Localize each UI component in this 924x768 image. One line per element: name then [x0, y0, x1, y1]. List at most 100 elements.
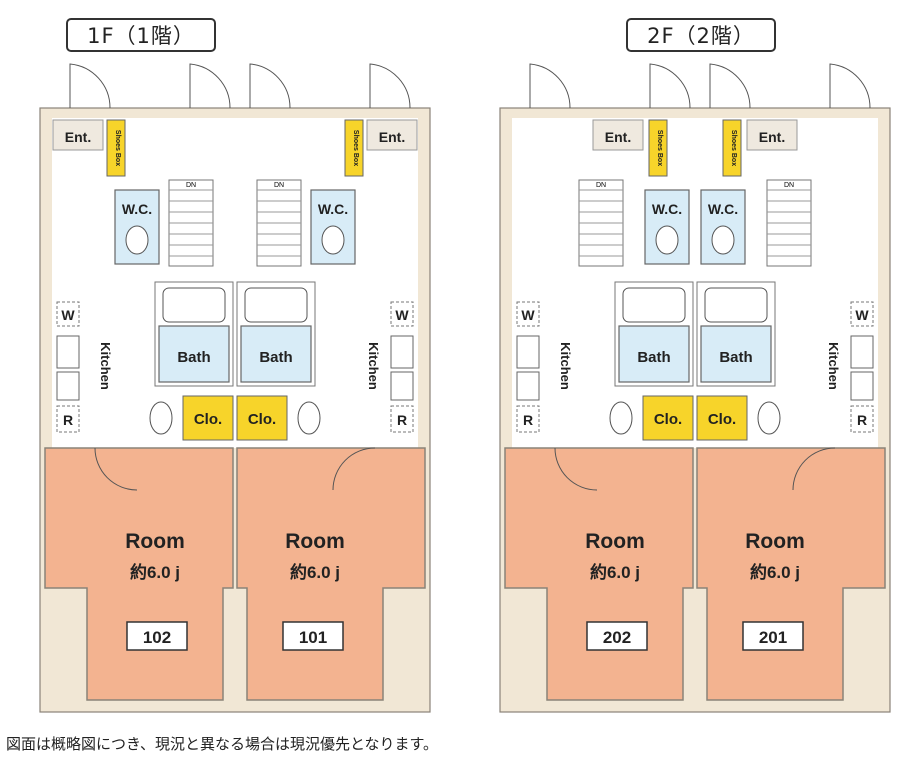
stove-icon — [390, 371, 414, 401]
fridge-box — [56, 405, 80, 433]
door-swing — [554, 447, 598, 491]
entrance-area — [52, 119, 104, 151]
entry-door — [249, 63, 291, 109]
bath-floor — [618, 325, 690, 383]
stove-icon — [850, 371, 874, 401]
wc-label: W.C. — [708, 201, 738, 217]
unit-number-box — [586, 621, 648, 651]
fridge-box — [850, 405, 874, 433]
wc-label: W.C. — [652, 201, 682, 217]
unit-number-label: 102 — [143, 628, 171, 647]
entrance-label: Ent. — [759, 129, 785, 145]
fridge-box — [516, 405, 540, 433]
entrance-area — [366, 119, 418, 151]
sink-icon — [56, 335, 80, 369]
basin-icon — [609, 401, 633, 435]
fridge-label: R — [397, 412, 407, 428]
fridge-label: R — [63, 412, 73, 428]
entrance-label: Ent. — [605, 129, 631, 145]
floor-2-label: 2F（2階） — [626, 18, 776, 52]
shoes-box-label: Shoes Box — [352, 130, 359, 166]
washer-label: W — [855, 307, 869, 323]
wc-label: W.C. — [318, 201, 348, 217]
entry-door — [829, 63, 871, 109]
footnote: 図面は概略図につき、現況と異なる場合は現況優先となります。 — [6, 735, 439, 753]
bath-label: Bath — [637, 349, 670, 366]
fridge-label: R — [857, 412, 867, 428]
entry-door — [189, 63, 231, 109]
stove-icon — [516, 371, 540, 401]
fridge-label: R — [523, 412, 533, 428]
stairs-dn-label: DN — [596, 182, 606, 189]
shoes-box — [722, 119, 742, 177]
sink-icon — [850, 335, 874, 369]
interior — [512, 118, 878, 448]
bath-floor — [240, 325, 312, 383]
toilet-icon — [711, 225, 735, 255]
shoes-box-label: Shoes Box — [114, 130, 121, 166]
bath-label: Bath — [259, 349, 292, 366]
stairs-dn-label: DN — [274, 182, 284, 189]
bathtub-icon — [704, 287, 768, 323]
closet-label: Clo. — [654, 411, 682, 428]
kitchen-label: Kitchen — [366, 342, 381, 390]
washer-box — [390, 301, 414, 327]
toilet-icon — [655, 225, 679, 255]
unit-left: Ent.Shoes BoxW.C.DNBathWRKitchenClo.Room… — [44, 119, 234, 701]
washer-box — [850, 301, 874, 327]
basin-icon — [149, 401, 173, 435]
bath-floor — [700, 325, 772, 383]
washer-label: W — [61, 307, 75, 323]
closet-label: Clo. — [248, 411, 276, 428]
door-swing — [332, 447, 376, 491]
fridge-box — [390, 405, 414, 433]
washer-label: W — [521, 307, 535, 323]
stairs-dn-label: DN — [784, 182, 794, 189]
unit-right: Ent.Shoes BoxW.C.DNBathWRKitchenClo.Room… — [696, 119, 886, 701]
washer-label: W — [395, 307, 409, 323]
entry-door — [709, 63, 751, 109]
room-size-label: 約6.0 j — [130, 562, 180, 582]
stove-icon — [56, 371, 80, 401]
room-label: Room — [125, 530, 185, 553]
basin-icon — [297, 401, 321, 435]
entry-door — [69, 63, 111, 109]
washer-box — [56, 301, 80, 327]
entry-door — [649, 63, 691, 109]
room-label: Room — [745, 530, 805, 553]
bath-label: Bath — [719, 349, 752, 366]
closet — [696, 395, 748, 441]
floor-1-label: 1F（1階） — [66, 18, 216, 52]
unit-number-label: 202 — [603, 628, 631, 647]
unit-number-box — [282, 621, 344, 651]
closet — [182, 395, 234, 441]
bathtub-icon — [622, 287, 686, 323]
kitchen-label: Kitchen — [98, 342, 113, 390]
entrance-area — [592, 119, 644, 151]
unit-number-box — [742, 621, 804, 651]
unit-number-label: 101 — [299, 628, 327, 647]
sink-icon — [516, 335, 540, 369]
entrance-label: Ent. — [379, 129, 405, 145]
shoes-box-label: Shoes Box — [730, 130, 737, 166]
entrance-area — [746, 119, 798, 151]
unit-number-label: 201 — [759, 628, 787, 647]
room-size-label: 約6.0 j — [590, 562, 640, 582]
closet-label: Clo. — [194, 411, 222, 428]
kitchen-label: Kitchen — [558, 342, 573, 390]
shoes-box — [344, 119, 364, 177]
toilet-icon — [125, 225, 149, 255]
basin-icon — [757, 401, 781, 435]
toilet-icon — [321, 225, 345, 255]
bath-label: Bath — [177, 349, 210, 366]
room-label: Room — [585, 530, 645, 553]
unit-right: Ent.Shoes BoxW.C.DNBathWRKitchenClo.Room… — [236, 119, 426, 701]
kitchen-label: Kitchen — [826, 342, 841, 390]
closet — [236, 395, 288, 441]
entry-door — [369, 63, 411, 109]
shoes-box-label: Shoes Box — [656, 130, 663, 166]
entrance-label: Ent. — [65, 129, 91, 145]
